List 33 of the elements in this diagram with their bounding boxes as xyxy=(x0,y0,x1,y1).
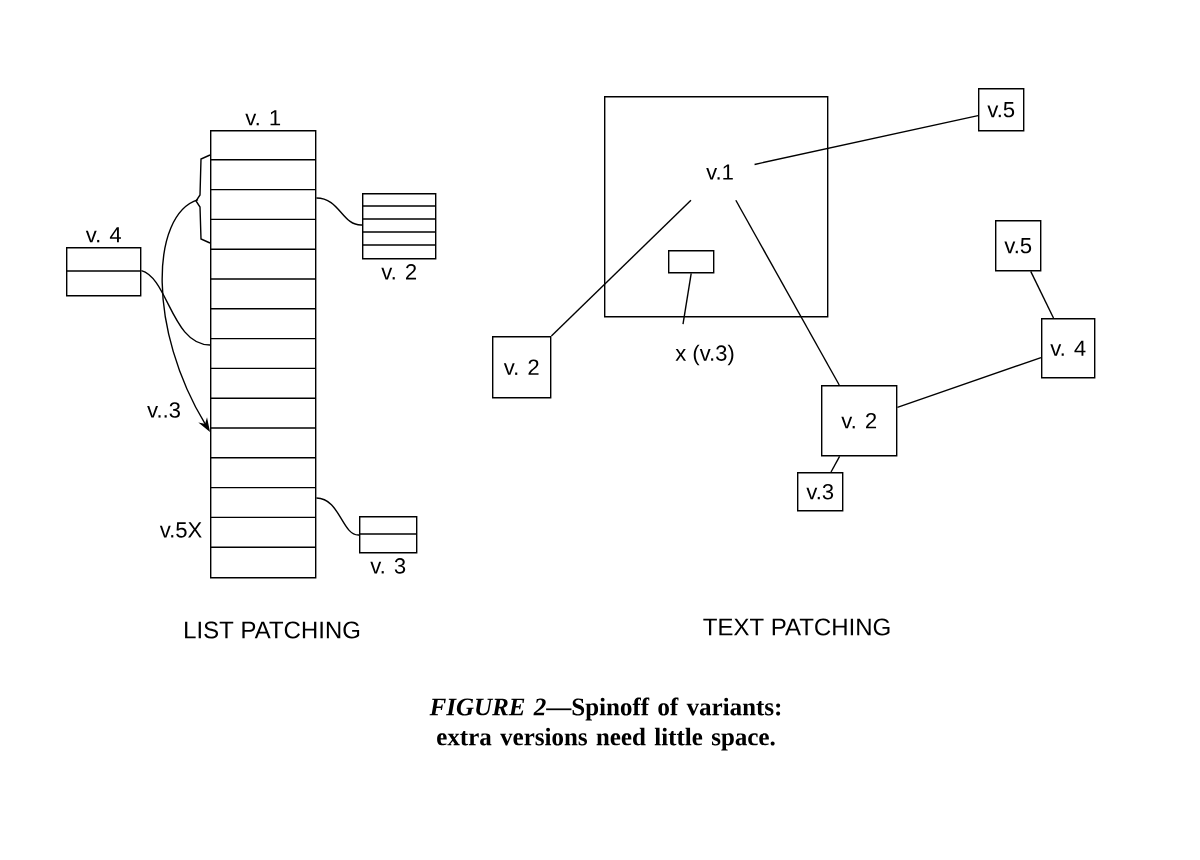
node-label: v. 2 xyxy=(381,264,417,280)
connector xyxy=(315,497,360,536)
version-label: v.1 xyxy=(706,164,733,180)
patch-box: v. 4 xyxy=(65,227,142,297)
connector xyxy=(753,115,979,166)
connector xyxy=(315,197,363,226)
list-column: v. 1 xyxy=(209,110,317,579)
panel-title: LIST PATCHING xyxy=(185,621,360,639)
text-block xyxy=(604,96,829,318)
patch-marker xyxy=(668,250,715,274)
version-box: v. 4 xyxy=(1041,318,1096,379)
connector xyxy=(550,199,692,337)
version-box: v.5 xyxy=(978,88,1025,132)
leader-line xyxy=(682,272,692,325)
version-box: v.5 xyxy=(995,220,1042,272)
connector xyxy=(735,199,840,386)
connector xyxy=(140,270,211,346)
connector xyxy=(830,455,841,473)
caption: FIGURE 2—Spinoff of variants: extra versions need little space. xyxy=(429,697,781,751)
patch-box: v. 3 xyxy=(358,516,418,574)
version-box: v. 2 xyxy=(492,336,552,399)
node-label: v. 4 xyxy=(85,227,121,243)
connector xyxy=(1030,270,1055,319)
connector xyxy=(896,356,1042,409)
panel-title: TEXT PATCHING xyxy=(703,618,890,636)
edge-label: v..3 xyxy=(145,400,183,420)
version-box: v.3 xyxy=(797,472,844,512)
version-box: v. 2 xyxy=(821,385,898,457)
annotation-text: x (v.3) xyxy=(675,344,734,366)
patch-box: v. 2 xyxy=(361,193,437,280)
node-label: v. 3 xyxy=(370,558,406,574)
bracket xyxy=(195,154,211,244)
node-label: v. 1 xyxy=(245,110,281,126)
